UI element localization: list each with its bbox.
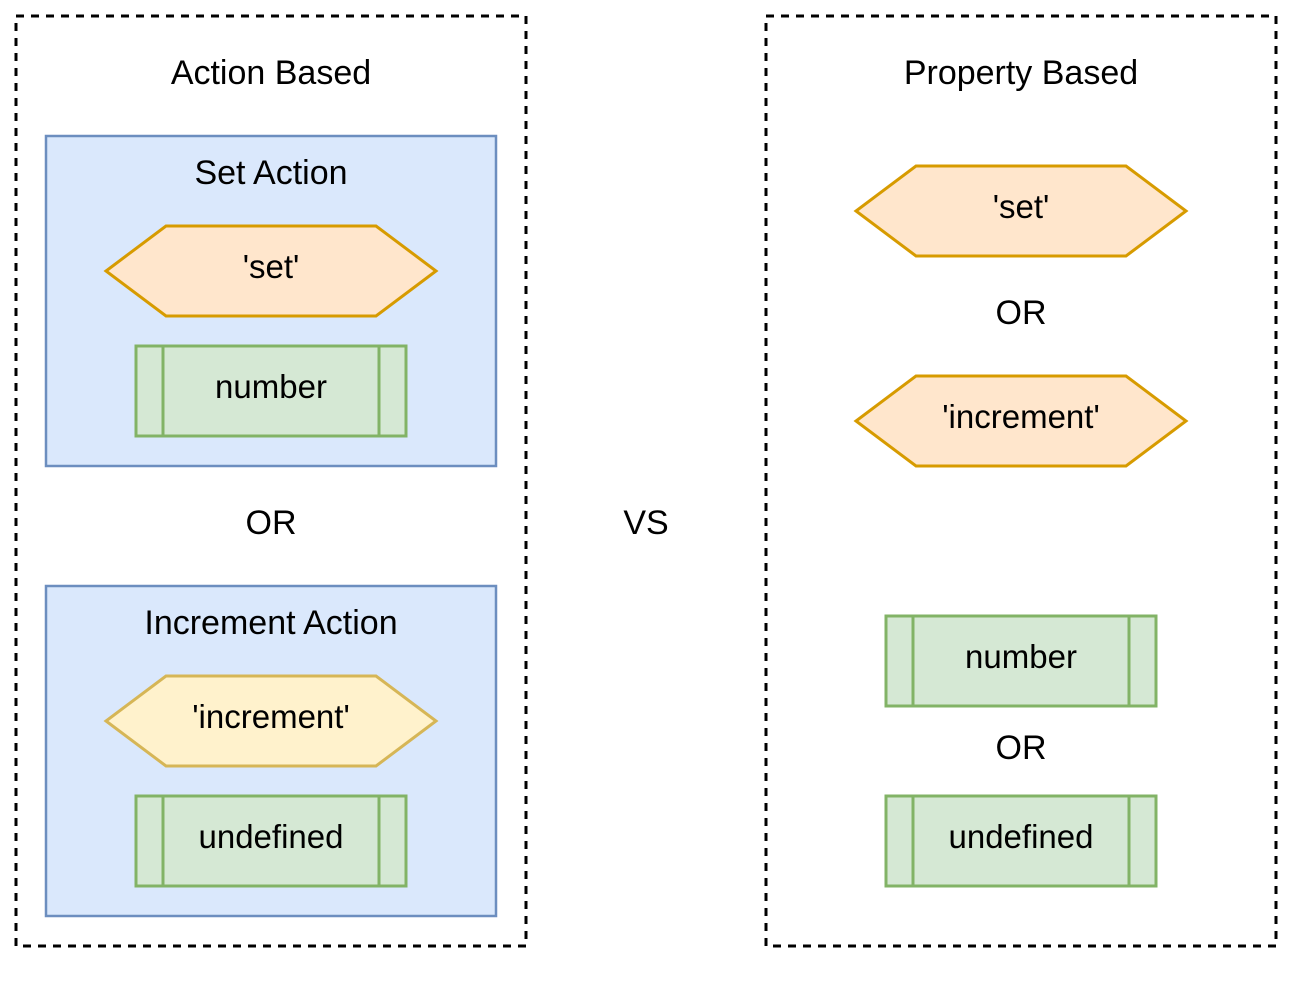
property-type-increment-label: 'increment'	[942, 398, 1100, 435]
increment-action-title: Increment Action	[144, 604, 397, 642]
property-payload-undefined-label: undefined	[949, 818, 1094, 855]
set-action-payload-label: number	[215, 368, 327, 405]
property-based-container	[764, 14, 1278, 948]
increment-action-payload-label: undefined	[199, 818, 344, 855]
property-payload-number-process	[884, 614, 1158, 708]
set-action-payload-process	[134, 344, 408, 438]
action-or-label: OR	[246, 504, 297, 542]
property-type-set-hexagon	[853, 164, 1189, 258]
set-action-type-label: 'set'	[243, 248, 300, 285]
increment-action-payload-process	[134, 794, 408, 888]
increment-action-type-hexagon	[103, 674, 439, 768]
property-type-or-label: OR	[996, 294, 1047, 332]
vs-label: VS	[623, 504, 668, 542]
set-action-title: Set Action	[194, 154, 347, 192]
property-payload-or-label: OR	[996, 729, 1047, 767]
set-action-type-hexagon	[103, 224, 439, 318]
action-based-container	[14, 14, 528, 948]
property-payload-undefined-process	[884, 794, 1158, 888]
property-based-title: Property Based	[904, 54, 1138, 92]
action-based-title: Action Based	[171, 54, 371, 92]
property-payload-number-label: number	[965, 638, 1077, 675]
property-type-set-label: 'set'	[993, 188, 1050, 225]
increment-action-type-label: 'increment'	[192, 698, 350, 735]
property-type-increment-hexagon	[853, 374, 1189, 468]
